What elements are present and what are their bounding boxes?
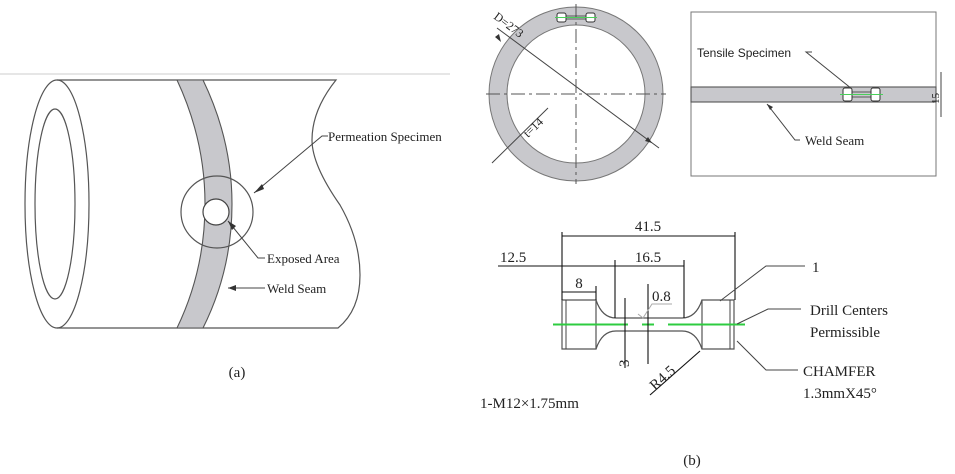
mini-tensile-specimen [555, 12, 597, 23]
thickness-dim-line [491, 107, 549, 164]
exposed-area-hole [202, 198, 230, 226]
permeation-specimen-circle [180, 175, 254, 249]
label-gauge-length: 16.5 [635, 250, 661, 266]
leader-tensile [804, 51, 853, 90]
plan-view: Tensile Specimen Weld Seam 15 [690, 11, 942, 177]
clip-mask [452, 120, 472, 150]
label-drill-centers-1: Drill Centers [810, 303, 888, 319]
specimen-drawing: 41.5 12.5 16.5 8 0.8 3 R4.5 1-M12×1.75mm… [480, 219, 888, 412]
right-grip [701, 299, 735, 350]
plan-tensile-specimen [840, 87, 883, 102]
arrowhead [767, 104, 773, 110]
weld-seam-band [176, 79, 233, 329]
plan-weld-seam [690, 86, 937, 103]
label-roughness: 0.8 [652, 289, 671, 305]
label-callout-1: 1 [812, 260, 820, 276]
label-seam-width: 15 [930, 93, 942, 105]
caption-a: (a) [229, 365, 246, 381]
gauge-top [595, 299, 703, 319]
leader-weld-seam-b [766, 103, 800, 141]
label-thread-spec: 1-M12×1.75mm [480, 396, 579, 412]
label-shoulder-offset: 12.5 [500, 250, 526, 266]
roughness-symbol [637, 303, 672, 319]
pipe-body-outline [57, 79, 361, 329]
leader-permeation [253, 135, 328, 194]
label-gauge-diameter: 3 [617, 360, 633, 368]
leader-chamfer [736, 340, 798, 371]
arrowhead [254, 184, 264, 193]
label-permeation-specimen: Permeation Specimen [328, 129, 442, 144]
arrowhead [228, 221, 236, 230]
dim-radius [649, 350, 701, 396]
panel-a-pipe-drawing: Permeation Specimen Exposed Area Weld Se… [24, 79, 442, 329]
label-fillet-radius: R4.5 [647, 363, 679, 394]
label-chamfer-1: CHAMFER [803, 364, 876, 380]
arrowhead [228, 285, 236, 291]
label-diameter: D=273 [491, 9, 526, 40]
arrowhead [645, 137, 652, 143]
pipe-cross-section: D=273 t=14 [486, 4, 666, 184]
arrowhead [495, 34, 501, 42]
label-overall-length: 41.5 [635, 219, 661, 235]
label-chamfer-2: 1.3mmX45° [803, 386, 877, 402]
pipe-end-outer [24, 79, 90, 329]
label-exposed-area: Exposed Area [267, 251, 340, 266]
label-drill-centers-2: Permissible [810, 325, 880, 341]
diameter-line [496, 27, 660, 149]
label-tensile-specimen: Tensile Specimen [697, 46, 791, 60]
leader-exposed [227, 220, 265, 259]
label-weld-seam-b: Weld Seam [805, 133, 864, 148]
caption-b: (b) [683, 453, 701, 469]
gauge-bottom [595, 330, 703, 350]
leader-callout-1 [719, 265, 805, 302]
label-thread-length: 8 [575, 276, 583, 292]
leader-drill-centers [736, 308, 801, 325]
pipe-end-inner [34, 108, 76, 300]
label-weld-seam-a: Weld Seam [267, 281, 326, 296]
